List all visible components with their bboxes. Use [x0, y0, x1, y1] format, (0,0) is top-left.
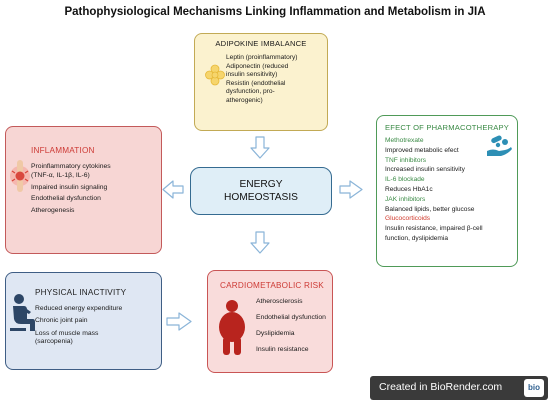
pharmacotherapy-box: EFECT OF PHARMACOTHERAPY Methotrexate Im…	[376, 115, 518, 267]
pharma-effect: Improved metabolic efect	[385, 146, 459, 154]
pharma-label-il6: IL-6 blockade	[385, 176, 425, 184]
fat-cells-icon	[205, 64, 225, 86]
adipokine-line: Resistin (endothelial	[226, 79, 286, 87]
adipokine-line: Leptin (proinflammatory)	[226, 54, 298, 61]
cardiometabolic-line: Insulin resistance	[256, 346, 309, 353]
sitting-person-icon	[10, 294, 35, 331]
biorender-logo: bio	[524, 379, 544, 397]
inflammation-line: Proinflammatory cytokines	[31, 163, 111, 170]
biorender-badge[interactable]: Created in BioRender.com bio	[370, 376, 548, 400]
pharma-effect: Balanced lipids, better glucose	[385, 205, 475, 213]
inflammation-line: Impaired insulin signaling	[31, 183, 108, 191]
cardiometabolic-line: Dyslipidemia	[256, 330, 295, 337]
cardiometabolic-heading: CARDIOMETABOLIC RISK	[220, 281, 324, 290]
arrow-adipokine-to-energy	[250, 136, 270, 159]
adipokine-box: ADIPOKINE IMBALANCE Leptin (proinflammat…	[194, 33, 328, 131]
physical-inactivity-box: PHYSICAL INACTIVITY Reduced energy expen…	[5, 272, 162, 370]
hand-pills-icon	[487, 135, 512, 156]
arrow-energy-to-pharmacotherapy	[339, 180, 363, 199]
arrow-energy-to-cardiometabolic	[250, 231, 270, 254]
pharma-label-jak: JAK inhibitors	[385, 195, 426, 203]
pharma-effect: Insulin resistance, impaired β-cell	[385, 225, 483, 233]
physical-line: Loss of muscle mass	[35, 329, 99, 337]
biorender-badge-text: Created in BioRender.com	[379, 381, 503, 393]
energy-line-2: HOMEOSTASIS	[224, 192, 298, 203]
inflammation-heading: INFLAMMATION	[31, 146, 95, 155]
inflammation-box: INFLAMMATION Proinflammatory cytokines (…	[5, 126, 162, 254]
adipokine-line: insulin sensitivity)	[226, 71, 278, 79]
pharma-effect: function, dyslipidemia	[385, 234, 449, 242]
arrow-physical-to-cardiometabolic	[166, 312, 192, 331]
cardiometabolic-box: CARDIOMETABOLIC RISK Atherosclerosis End…	[207, 270, 333, 373]
pharma-label-glucocorticoids: Glucocorticoids	[385, 215, 431, 223]
inflamed-joint-icon	[10, 160, 30, 192]
diagram-title: Pathophysiological Mechanisms Linking In…	[64, 6, 486, 18]
inflammation-line: (TNF-α, IL-1β, IL-6)	[31, 171, 90, 179]
adipokine-line: dysfunction, pro-	[226, 88, 275, 96]
adipokine-line: Adiponectin (reduced	[226, 62, 289, 70]
pharma-effect: Reduces HbA1c	[385, 185, 433, 193]
energy-line-1: ENERGY	[239, 179, 283, 190]
pharma-effect: Increased insulin sensitivity	[385, 166, 465, 174]
obese-person-icon	[219, 300, 245, 355]
pharma-label-tnf: TNF inhibitors	[385, 156, 427, 164]
physical-line: Chronic joint pain	[35, 317, 88, 325]
cardiometabolic-line: Endothelial dysfunction	[256, 314, 326, 321]
cardiometabolic-line: Atherosclerosis	[256, 298, 303, 305]
arrow-energy-to-inflammation	[162, 180, 184, 199]
pharmacotherapy-heading: EFECT OF PHARMACOTHERAPY	[385, 123, 510, 132]
physical-inactivity-heading: PHYSICAL INACTIVITY	[35, 288, 127, 297]
physical-line: Reduced energy expenditure	[35, 305, 123, 312]
physical-line: (sarcopenia)	[35, 338, 73, 346]
adipokine-heading: ADIPOKINE IMBALANCE	[215, 39, 307, 48]
energy-homeostasis-box: ENERGY HOMEOSTASIS	[190, 167, 332, 215]
pharma-label-methotrexate: Methotrexate	[385, 137, 424, 144]
adipokine-line: atherogenic)	[226, 96, 263, 104]
inflammation-line: Atherogenesis	[31, 207, 75, 215]
inflammation-line: Endothelial dysfunction	[31, 195, 101, 203]
